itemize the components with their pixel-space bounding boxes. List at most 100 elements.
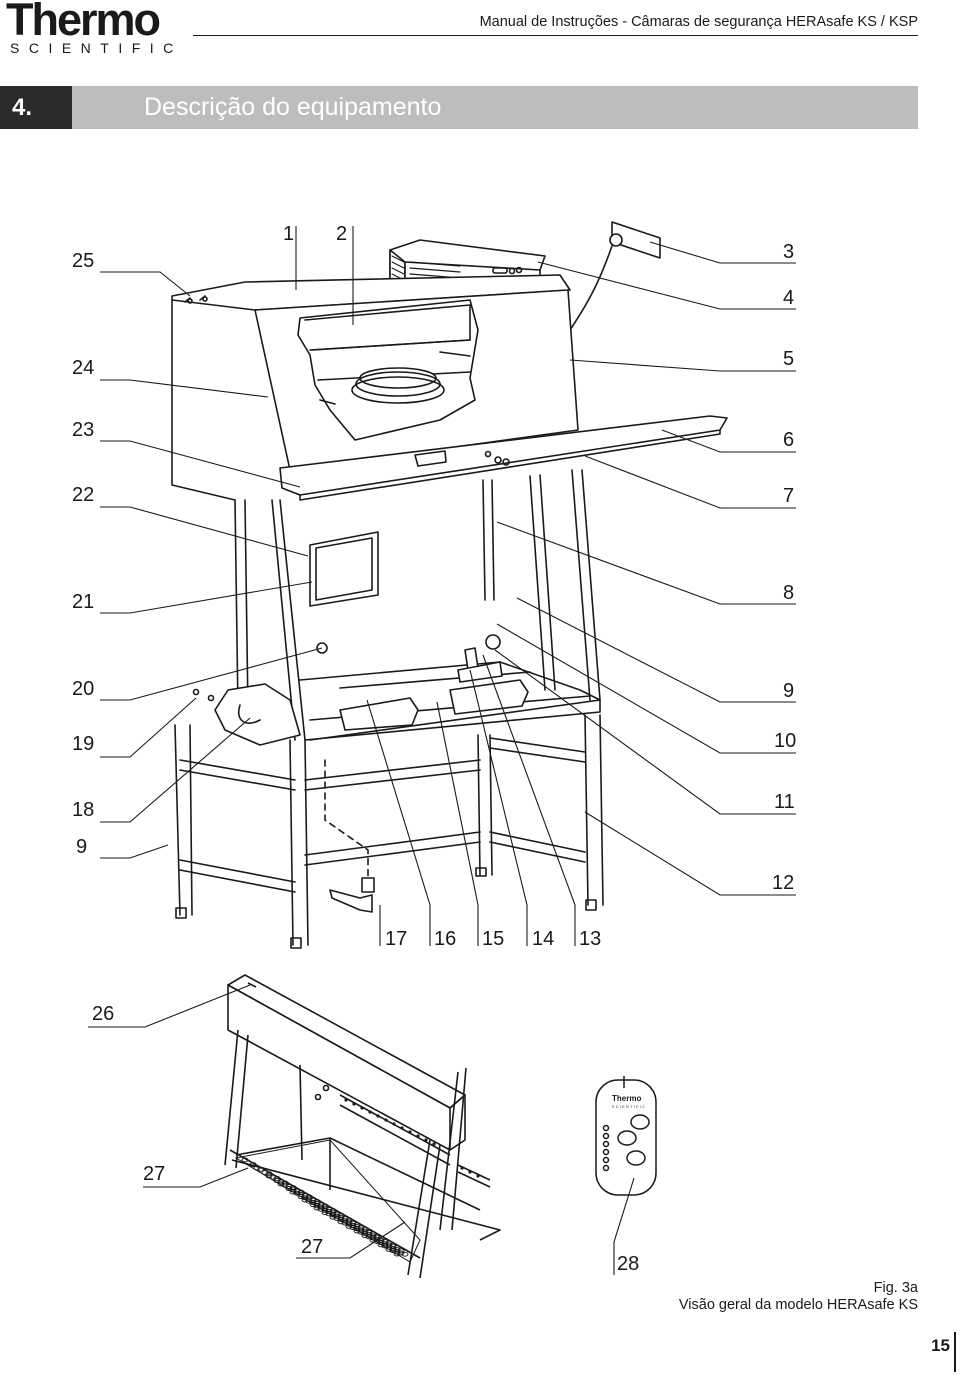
tray-perforation: [265, 1173, 273, 1179]
page-number: 15: [931, 1336, 950, 1355]
tray-perforation: [401, 1251, 409, 1257]
tray-perforation: [333, 1215, 341, 1221]
tray-perforation: [389, 1248, 397, 1254]
tray-perforation: [301, 1195, 309, 1201]
tray-perforation: [397, 1248, 405, 1254]
callout-9-right: 9: [783, 680, 795, 702]
tray-perforation: [293, 1188, 301, 1194]
callout-4: 4: [783, 287, 795, 309]
tray-perforation: [313, 1205, 321, 1211]
tray-perforation: [329, 1212, 337, 1218]
tray-perforation: [241, 1157, 249, 1163]
tray-perforation: [357, 1229, 365, 1235]
panel-logo: Thermo: [612, 1094, 641, 1103]
section-number: 4.: [0, 86, 72, 129]
tray-perforation: [305, 1198, 313, 1204]
tray-perforation: [381, 1243, 389, 1249]
tray-perforation: [377, 1240, 385, 1246]
callout-27-a: 27: [143, 1163, 166, 1185]
callout-22: 22: [72, 484, 95, 506]
tray-perforation: [257, 1166, 265, 1172]
figure-caption: Fig. 3a Visão geral da modelo HERAsafe K…: [679, 1280, 918, 1314]
tray-perforation: [385, 1246, 393, 1252]
tray-perforation: [337, 1217, 345, 1223]
tray-perforation: [357, 1227, 365, 1233]
callout-3: 3: [783, 241, 795, 263]
tray-perforation: [341, 1220, 349, 1226]
tray-perforation: [305, 1196, 313, 1202]
tray-perforation: [373, 1238, 381, 1244]
tray-perforation: [269, 1174, 277, 1180]
tray-perforation: [365, 1234, 373, 1240]
figure-label: Fig. 3a: [873, 1280, 918, 1296]
tray-perforation: [261, 1170, 269, 1176]
document-title: Manual de Instruções - Câmaras de segura…: [479, 14, 918, 30]
tray-perforation: [325, 1209, 333, 1215]
tray-perforation: [369, 1235, 377, 1241]
tray-perforation: [301, 1197, 309, 1203]
callout-1: 1: [283, 223, 295, 245]
tray-perforation: [389, 1245, 397, 1251]
tray-perforation: [337, 1219, 345, 1225]
tray-perforation: [369, 1237, 377, 1243]
tray-perforation: [285, 1183, 293, 1189]
callout-23: 23: [72, 419, 95, 441]
tray-perforation: [249, 1162, 257, 1168]
tray-perforation: [289, 1187, 297, 1193]
tray-perforation: [325, 1211, 333, 1217]
tray-perforation: [297, 1194, 305, 1200]
tray-perforation: [393, 1251, 401, 1257]
tray-perforation: [309, 1199, 317, 1205]
tray-perforation: [341, 1218, 349, 1224]
callout-7: 7: [783, 485, 795, 507]
tray-perforation: [309, 1202, 317, 1208]
callout-12: 12: [772, 872, 795, 894]
callout-5: 5: [783, 348, 795, 370]
tray-perforation: [385, 1244, 393, 1250]
tray-perforation: [329, 1214, 337, 1220]
panel-logo-sub: SCIENTIFIC: [612, 1105, 646, 1109]
tray-perforation: [281, 1180, 289, 1186]
callout-10: 10: [774, 730, 797, 752]
callout-18: 18: [72, 799, 95, 821]
callout-11: 11: [774, 791, 795, 813]
tray-perforation: [285, 1186, 293, 1192]
callout-6: 6: [783, 429, 795, 451]
callout-20: 20: [72, 678, 95, 700]
tray-perforation: [353, 1226, 361, 1232]
tray-perforation: [365, 1232, 373, 1238]
tray-perforation: [321, 1210, 329, 1216]
tray-perforation: [265, 1171, 273, 1177]
tray-perforation: [345, 1223, 353, 1229]
thermo-scientific-logo: Thermo SCIENTIFIC: [6, 0, 191, 60]
tray-perforation: [349, 1225, 357, 1231]
tray-perforation: [349, 1222, 357, 1228]
callout-17: 17: [385, 928, 408, 950]
tray-perforation: [273, 1175, 281, 1181]
callout-27-b: 27: [301, 1236, 324, 1258]
tray-perforation: [321, 1207, 329, 1213]
section-title: Descrição do equipamento: [144, 93, 442, 121]
logo-wordmark: Thermo: [6, 0, 161, 45]
callout-19: 19: [72, 733, 95, 755]
tray-perforation: [345, 1221, 353, 1227]
tray-perforation: [381, 1241, 389, 1247]
callout-16: 16: [434, 928, 457, 950]
header-divider: [193, 35, 918, 36]
tray-perforation: [313, 1203, 321, 1209]
tray-perforation: [373, 1236, 381, 1242]
callout-28: 28: [617, 1253, 640, 1275]
tray-perforation: [361, 1230, 369, 1236]
callout-8: 8: [783, 582, 795, 604]
callout-14: 14: [532, 928, 555, 950]
tray-perforation: [317, 1206, 325, 1212]
callout-9-left: 9: [76, 836, 88, 858]
tray-perforation: [377, 1242, 385, 1248]
tray-perforation: [289, 1189, 297, 1195]
tray-perforation: [273, 1178, 281, 1184]
callout-2: 2: [336, 223, 348, 245]
tray-perforation: [293, 1190, 301, 1196]
tray-perforation: [277, 1181, 285, 1187]
callout-21: 21: [72, 591, 95, 613]
